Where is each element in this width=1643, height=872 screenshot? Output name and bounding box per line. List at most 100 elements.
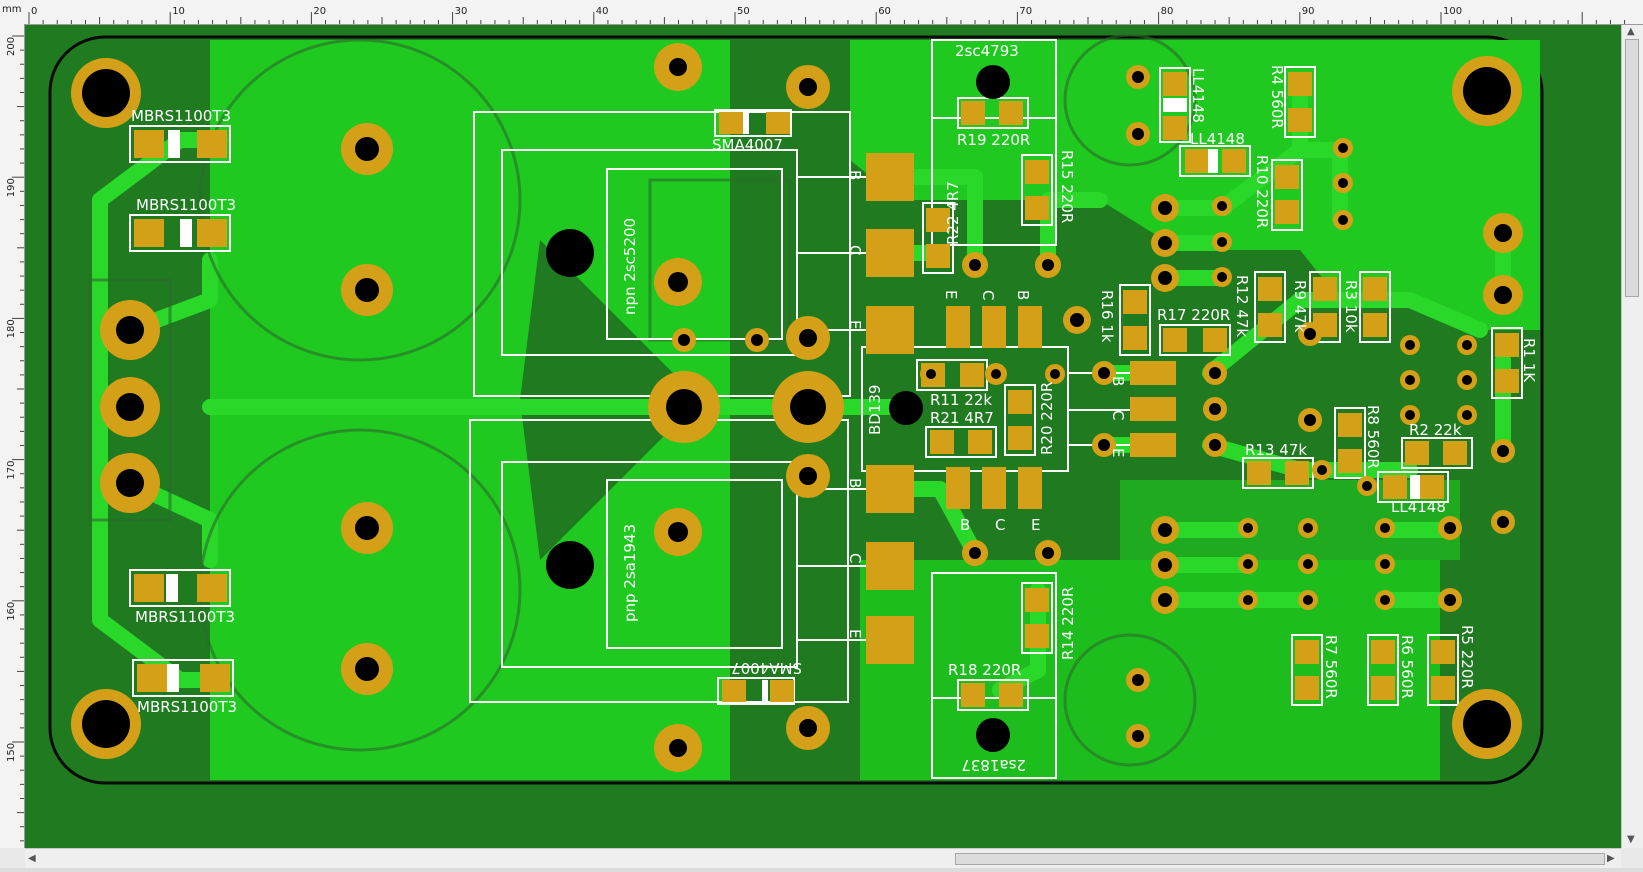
label-r8: R8 560R xyxy=(1364,405,1382,469)
label-r3: R3 10k xyxy=(1342,280,1360,333)
pad-drill-hole xyxy=(1243,523,1253,533)
pad-drill-hole xyxy=(1217,237,1227,247)
pad-drill-hole xyxy=(1497,445,1509,457)
pin-b-bottom: B xyxy=(846,478,864,488)
pcb-layout: MBRS1100T3 MBRS1100T3 MBRS1100T3 MBRS110… xyxy=(48,33,1544,785)
label-bd139: BD139 xyxy=(866,385,884,435)
pad-drill-hole xyxy=(1494,224,1512,242)
pcb-canvas[interactable]: MBRS1100T3 MBRS1100T3 MBRS1100T3 MBRS110… xyxy=(25,25,1621,848)
label-r22: R22 4R7 xyxy=(944,181,962,245)
component-labels: MBRS1100T3 MBRS1100T3 MBRS1100T3 MBRS110… xyxy=(131,42,1538,774)
label-r20: R20 220R xyxy=(1038,382,1056,455)
pin-c-driver-top: C xyxy=(979,290,997,300)
scroll-right-icon[interactable]: ▶ xyxy=(1607,853,1615,864)
ruler-label-x: 20 xyxy=(313,6,326,17)
pad-drill-hole xyxy=(1050,369,1060,379)
pad-drill-hole xyxy=(1209,403,1221,415)
label-r18: R18 220R xyxy=(948,661,1021,679)
label-ll1: LL4148 xyxy=(1189,68,1207,123)
pad-drill-hole xyxy=(1405,340,1415,350)
pad-drill-hole xyxy=(666,389,702,425)
pad-drill-hole xyxy=(1338,215,1348,225)
pad-drill-hole xyxy=(1243,595,1253,605)
pad-drill-hole xyxy=(1132,730,1144,742)
label-mbr3: MBRS1100T3 xyxy=(135,608,235,626)
pad-drill-hole xyxy=(799,329,817,347)
pad-drill-hole xyxy=(1338,143,1348,153)
pad-drill-hole xyxy=(1042,259,1054,271)
pin-c-driver-bottom: C xyxy=(995,516,1005,534)
label-r5: R5 220R xyxy=(1458,625,1476,689)
pad-drill-hole xyxy=(116,469,144,497)
label-r7: R7 560R xyxy=(1322,635,1340,699)
board-outline xyxy=(48,35,1544,785)
label-r1: R1 1K xyxy=(1520,338,1538,383)
label-q-top: 2sc4793 xyxy=(955,42,1019,60)
ruler-unit: mm xyxy=(2,4,22,15)
horizontal-scroll-thumb[interactable] xyxy=(955,853,1605,865)
pad-drill-hole xyxy=(1303,559,1313,569)
ruler-label-x: 70 xyxy=(1019,6,1032,17)
scroll-down-icon[interactable]: ▼ xyxy=(1627,834,1635,845)
pin-b-driver-top: B xyxy=(1014,290,1032,300)
label-r19: R19 220R xyxy=(957,131,1030,149)
pad-drill-hole xyxy=(669,739,687,757)
pad-drill-hole xyxy=(669,58,687,76)
ruler-corner: mm xyxy=(0,0,24,24)
pin-c-bottom: C xyxy=(846,553,864,563)
label-pnp: pnp 2sa1943 xyxy=(621,524,639,622)
scroll-up-icon[interactable]: ▲ xyxy=(1627,26,1635,37)
pad-drill-hole xyxy=(668,522,688,542)
pad-drill-hole xyxy=(1380,523,1390,533)
pad-drill-hole xyxy=(1158,201,1172,215)
pad-drill-hole xyxy=(1380,595,1390,605)
pad-drill-hole xyxy=(1158,271,1172,285)
pad-drill-hole xyxy=(969,547,981,559)
pad-drill-hole xyxy=(1132,128,1144,140)
pad-drill-hole xyxy=(1070,313,1084,327)
pad-drill-hole xyxy=(790,389,826,425)
pin-e-driver-bottom: E xyxy=(1031,516,1040,534)
pad-drill-hole xyxy=(1303,595,1313,605)
pad-drill-hole xyxy=(1462,340,1472,350)
pad-drill-hole xyxy=(1217,201,1227,211)
label-ll2: LL4148 xyxy=(1190,130,1245,148)
label-r11: R11 22k xyxy=(930,391,992,409)
horizontal-scrollbar[interactable]: ◀ ▶ xyxy=(25,848,1621,869)
label-r2: R2 22k xyxy=(1409,421,1462,439)
label-r12: R12 47k xyxy=(1233,275,1251,337)
label-mbr1: MBRS1100T3 xyxy=(131,107,231,125)
pin-e-bd139: E xyxy=(1109,448,1127,457)
ruler-label-y: 200 xyxy=(6,37,17,56)
pin-b-driver-bottom: B xyxy=(960,516,970,534)
ruler-label-y: 150 xyxy=(6,743,17,762)
pad-drill-hole xyxy=(355,516,379,540)
pad-drill-hole xyxy=(355,278,379,302)
ruler-label-y: 190 xyxy=(6,178,17,197)
pad-drill-hole xyxy=(1444,594,1456,606)
label-sma-bottom: SMA4007 xyxy=(731,659,802,677)
pad-drill-hole xyxy=(1217,272,1227,282)
pad-drill-hole xyxy=(1209,367,1221,379)
ruler-label-x: 90 xyxy=(1302,6,1315,17)
vertical-scroll-thumb[interactable] xyxy=(1625,39,1639,297)
pad-drill-hole xyxy=(1158,593,1172,607)
label-mbr2: MBRS1100T3 xyxy=(136,196,236,214)
label-mbr4: MBRS1100T3 xyxy=(137,698,237,716)
pad-drill-hole xyxy=(991,369,1001,379)
ruler-label-y: 170 xyxy=(6,461,17,480)
label-npn: npn 2sc5200 xyxy=(621,218,639,315)
pin-c-bd139: C xyxy=(1109,410,1127,420)
drill-holes xyxy=(546,65,1010,752)
pad-drill-hole xyxy=(1209,439,1221,451)
pad-drill-hole xyxy=(668,272,688,292)
pad-drill-hole xyxy=(116,393,144,421)
vertical-scrollbar[interactable]: ▲ ▼ xyxy=(1621,25,1643,848)
scroll-left-icon[interactable]: ◀ xyxy=(28,853,36,864)
pad-drill-hole xyxy=(1462,410,1472,420)
pad-drill-hole xyxy=(1304,328,1316,340)
through-hole-pads xyxy=(100,43,1523,772)
